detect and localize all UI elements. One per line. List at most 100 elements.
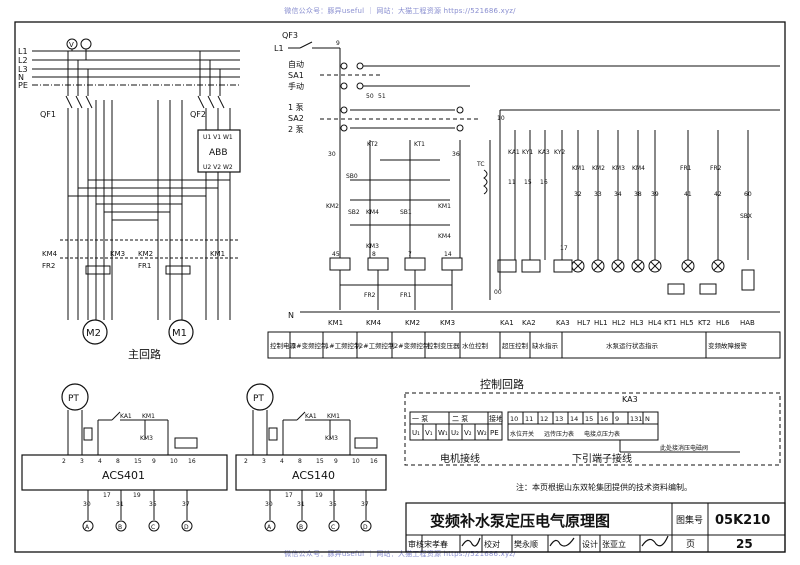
terminal-number: 10 [510, 415, 518, 423]
acs-output-number: 37 [361, 501, 369, 508]
term-label-remote: 远传压力表 [544, 430, 574, 438]
function-header-cell: 1#工频控制 [325, 341, 361, 350]
design-signature [641, 535, 669, 547]
device-sb1: SB1 [400, 209, 412, 216]
function-header-cell: 缺水指示 [532, 341, 559, 350]
acs-output-terminal [328, 520, 340, 532]
label-km3: KM3 [110, 250, 125, 258]
switch-label-pump2: 2 泵 [288, 125, 304, 134]
node-11: 11 [508, 179, 516, 186]
page-label: 页 [686, 539, 695, 550]
acs-output-terminal [82, 520, 94, 532]
pump-header-2: 二 泵 [452, 415, 468, 423]
design-label: 设计 [582, 539, 598, 549]
node-17: 17 [560, 245, 568, 252]
selector-contacts [320, 62, 780, 132]
node-15: 15 [524, 179, 532, 186]
page-value: 25 [736, 537, 753, 551]
node-34: 34 [614, 191, 622, 198]
acs-top-terminal: 9 [334, 458, 338, 465]
coil-label: KT1 [664, 319, 677, 327]
acs-left-sensor-resistor [83, 427, 93, 441]
acs-output-number: 31 [297, 501, 305, 508]
voltmeter-label: V [69, 41, 74, 49]
acs-bottom-terminal: 17 [103, 492, 111, 499]
acs-right-relay-km1: KM1 [327, 413, 340, 420]
acs-output-number: 35 [329, 501, 337, 508]
device-km2-aux: KM2 [592, 165, 605, 172]
phase-label-l1: L1 [18, 47, 28, 56]
function-header-cell: 2#变频控制 [394, 341, 430, 350]
main-circuit-title: 主回路 [128, 348, 161, 361]
acs-right-box [235, 454, 387, 491]
function-header-cell: 1#变频控制 [292, 341, 328, 350]
vfd-box [197, 129, 241, 173]
terminal-number: 13 [555, 415, 563, 423]
node-51: 51 [378, 93, 386, 100]
motor-m2 [82, 319, 108, 345]
terminal-number: 131 [630, 415, 642, 423]
page-border [14, 21, 786, 553]
motor-label-m1: M1 [172, 328, 187, 339]
coil-label: HL2 [612, 319, 626, 327]
coil-label: KM1 [328, 319, 343, 327]
vfd-outputs: U2 V2 W2 [203, 164, 233, 171]
acs-top-terminal: 3 [262, 458, 266, 465]
switch-label-manual: 手动 [288, 81, 304, 91]
acs-left-relay-ka1: KA1 [120, 413, 132, 420]
coil-label: KA2 [522, 319, 536, 327]
term-label-water: 水位开关 [510, 430, 534, 438]
acs-top-terminal: 2 [244, 458, 248, 465]
pump-terminal-cell: V₁ [425, 429, 433, 437]
source-note: 注：本页根据山东双轮集团提供的技术资料编制。 [516, 482, 692, 492]
acs-bottom-terminal: 19 [315, 492, 323, 499]
switch-label-auto: 自动 [288, 59, 304, 69]
check-label: 校对 [484, 539, 500, 549]
device-ka3: KA3 [538, 149, 550, 156]
node-60: 60 [744, 191, 752, 198]
device-fr2-aux: FR2 [710, 165, 722, 172]
pump-header-1: 一 泵 [412, 415, 428, 423]
coil-label: KT2 [698, 319, 711, 327]
coil-label: HL3 [630, 319, 644, 327]
control-circuit-title: 控制回路 [480, 377, 524, 391]
acs-output-terminal [296, 520, 308, 532]
phase-label-n: N [18, 73, 24, 82]
pump-terminal-cell: U₁ [412, 429, 420, 437]
acs-top-terminal: 4 [98, 458, 102, 465]
review-signature [461, 537, 481, 547]
device-km2: KM2 [326, 203, 339, 210]
pump-terminal-cell: PE [490, 429, 499, 437]
set-label: 图集号 [676, 514, 703, 526]
node-38: 38 [634, 191, 642, 198]
function-header-cell: 水泵运行状态指示 [606, 341, 659, 350]
coil-label: KM3 [440, 319, 455, 327]
check-signature [549, 537, 575, 547]
node-30: 30 [328, 151, 336, 158]
acs-output-terminal [148, 520, 160, 532]
device-km4b: KM4 [438, 233, 451, 240]
terminal-number: 12 [540, 415, 548, 423]
device-fr1-aux: FR1 [680, 165, 692, 172]
acs-output-number: 35 [149, 501, 157, 508]
acs-top-terminal: 15 [316, 458, 324, 465]
acs-top-terminal: 4 [280, 458, 284, 465]
pump-terminal-cell: W₂ [477, 429, 487, 437]
acs-output-letter: A [267, 524, 272, 531]
node-10: 10 [497, 115, 505, 122]
pump-terminal-cell: U₂ [451, 429, 459, 437]
acs-top-terminal: 8 [298, 458, 302, 465]
label-km1: KM1 [210, 250, 225, 258]
device-fr2: FR2 [364, 292, 376, 299]
acs-output-letter: A [85, 524, 90, 531]
control-l1-label: L1 [274, 44, 284, 53]
function-header-cell: 2#工频控制 [359, 341, 395, 350]
device-tc: TC [476, 161, 485, 168]
acs-output-letter: D [184, 524, 189, 531]
neutral-label: N [288, 311, 294, 320]
acs-right-relay-coil [354, 437, 378, 449]
qf3-label: QF3 [282, 31, 298, 40]
